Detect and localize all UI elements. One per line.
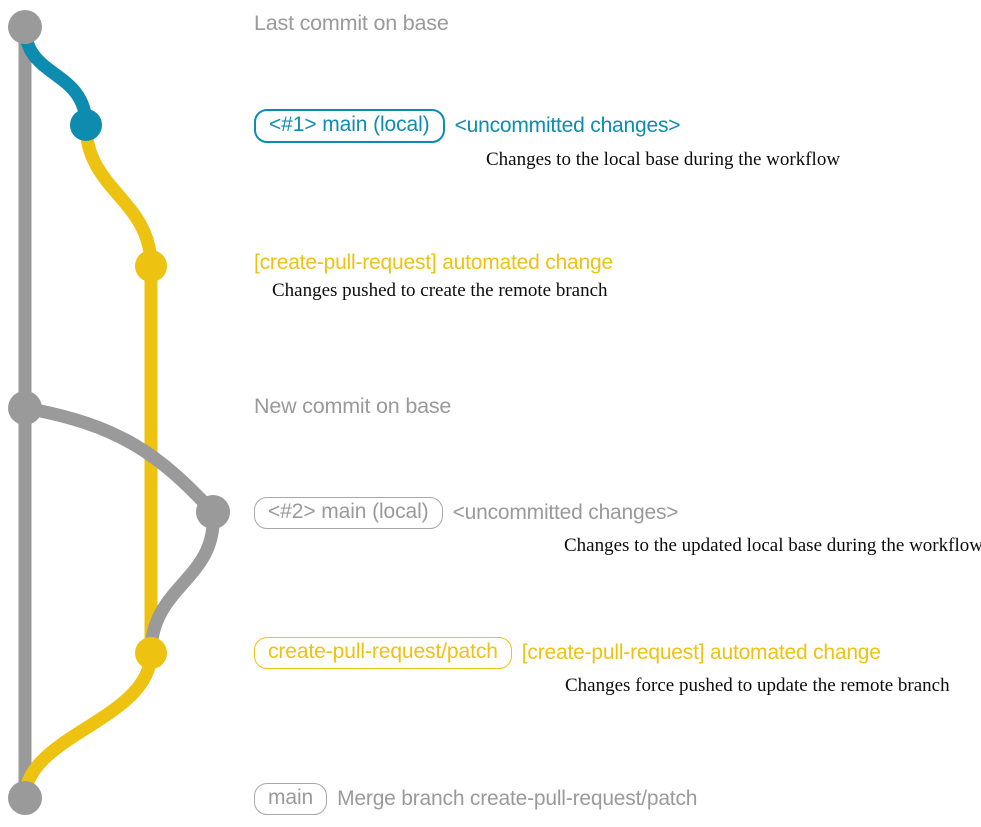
ref-chip-main-local-2[interactable]: <#2> main (local) <box>254 497 443 530</box>
headline-base-merge: main Merge branch create-pull-request/pa… <box>254 783 698 816</box>
commit-subject: Changes force pushed to update the remot… <box>565 675 950 697</box>
commit-subject: Changes pushed to create the remote bran… <box>272 280 608 302</box>
headline-local-2: <#2> main (local) <uncommitted changes> <box>254 497 981 530</box>
commit-row-base-new: New commit on base <box>254 394 451 419</box>
commit-headline: Merge branch create-pull-request/patch <box>337 787 698 810</box>
commit-row-base-merge: main Merge branch create-pull-request/pa… <box>254 783 698 816</box>
headline-base-new: New commit on base <box>254 394 451 419</box>
ref-chip-create-pull-request-patch[interactable]: create-pull-request/patch <box>254 637 512 670</box>
headline-local-1: <#1> main (local) <uncommitted changes> <box>254 109 840 144</box>
commit-headline: New commit on base <box>254 394 452 418</box>
ref-chip-main[interactable]: main <box>254 783 328 816</box>
commit-row-local-2: <#2> main (local) <uncommitted changes> … <box>254 497 981 557</box>
commit-row-local-1: <#1> main (local) <uncommitted changes> … <box>254 109 840 171</box>
commit-headline: <uncommitted changes> <box>452 501 679 524</box>
commit-row-remote-2: create-pull-request/patch [create-pull-r… <box>254 637 950 697</box>
commit-subject: Changes to the local base during the wor… <box>486 149 841 171</box>
commit-headline: Last commit on base <box>254 11 449 35</box>
ref-chip-main-local-1[interactable]: <#1> main (local) <box>254 109 445 144</box>
headline-remote-1: [create-pull-request] automated change <box>254 251 613 274</box>
commit-row-base-head: Last commit on base <box>254 11 449 36</box>
headline-base-head: Last commit on base <box>254 11 449 36</box>
commit-headline: [create-pull-request] automated change <box>254 251 613 274</box>
commit-subject: Changes to the updated local base during… <box>564 535 981 557</box>
headline-remote-2: create-pull-request/patch [create-pull-r… <box>254 637 950 670</box>
commit-headline: [create-pull-request] automated change <box>521 641 881 664</box>
commit-row-remote-1: [create-pull-request] automated change C… <box>254 251 613 302</box>
commit-headline: <uncommitted changes> <box>454 114 681 137</box>
